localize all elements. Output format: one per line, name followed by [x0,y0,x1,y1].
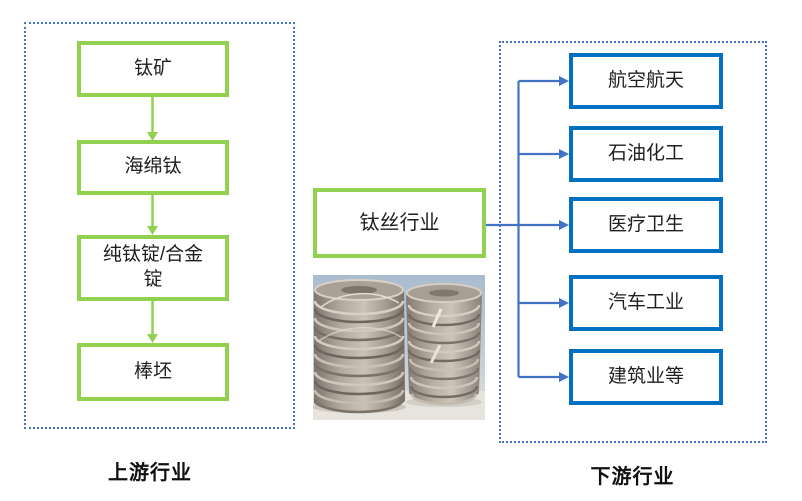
box-label: 航空航天 [607,69,684,91]
titanium-ore-box: 钛矿 [77,41,229,97]
box-label: 钛丝行业 [359,212,440,234]
box-label: 棒坯 [133,360,172,382]
coil-tie [429,344,442,364]
titanium-wire-industry-box: 钛丝行业 [313,188,486,258]
titanium-ingot-box: 纯钛锭/合金锭 [77,235,229,301]
downstream-container [499,41,767,443]
box-label: 建筑业等 [607,365,684,387]
upstream-section-title: 上游行业 [108,462,192,484]
petrochemical-box: 石油化工 [569,126,723,182]
box-label: 纯钛锭/合金锭 [102,244,204,290]
box-label: 石油化工 [607,142,684,164]
right-wire-coil [406,283,482,406]
sponge-titanium-box: 海绵钛 [77,140,229,195]
construction-industry-box: 建筑业等 [569,349,723,405]
box-label: 汽车工业 [607,291,684,313]
box-label: 医疗卫生 [607,213,684,235]
bar-billet-box: 棒坯 [77,343,229,401]
box-label: 海绵钛 [124,156,182,178]
coil-tie [431,308,443,328]
upstream-container [24,22,295,429]
automotive-industry-box: 汽车工业 [569,275,723,331]
aerospace-box: 航空航天 [569,53,723,109]
left-wire-coil [313,279,405,414]
downstream-section-title: 下游行业 [590,466,675,488]
medical-health-box: 医疗卫生 [569,197,723,253]
box-label: 钛矿 [133,57,172,79]
titanium-wire-coils-photo [313,275,485,420]
